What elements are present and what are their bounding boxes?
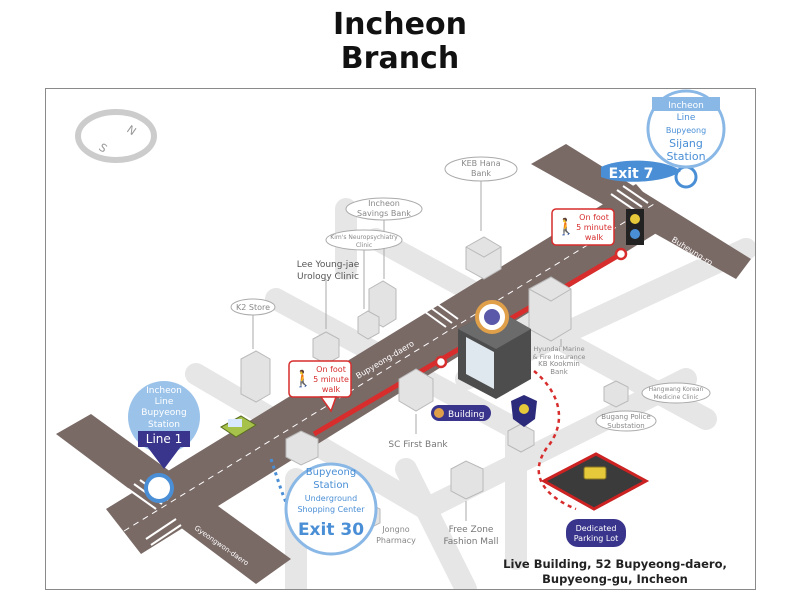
landmark-freezone: Free Zone Fashion Mall: [443, 501, 499, 547]
landmark-police: Bugang Police Substation: [595, 410, 657, 432]
underground-line4: Shopping Center: [297, 505, 365, 514]
building-k2: [240, 350, 271, 403]
metro-signpost-icon: [626, 209, 644, 245]
station-marker-west: [144, 473, 174, 503]
underground-line2: Station: [313, 480, 349, 491]
landmark-k2: K2 Store: [230, 298, 276, 349]
walk-east-line3: walk: [585, 233, 604, 242]
landmark-hangwang: Hangwang Korean Medicine Clinic: [641, 382, 711, 404]
landmark-hangwang-line1: Hangwang Korean: [649, 386, 704, 393]
underground-line5: Exit 30: [298, 520, 364, 540]
landmark-keb: KEB Hana Bank: [444, 156, 518, 231]
building-freezone: [450, 460, 484, 500]
landmark-savings-line2: Savings Bank: [357, 209, 411, 218]
landmark-hyundai-line1: Hyundai Marine: [533, 345, 584, 353]
exit-7-sign: Exit 7: [601, 160, 681, 182]
building-underground: [285, 430, 319, 466]
landmark-hangwang-line2: Medicine Clinic: [653, 394, 698, 401]
station-east-line3: Bupyeong: [666, 126, 706, 135]
station-west-line2: Line: [155, 397, 174, 407]
station-east-line5: Station: [666, 150, 705, 163]
station-east-line1: Incheon: [668, 101, 704, 111]
walk-west-line2: 5 minute: [313, 375, 349, 384]
map-canvas: N S Bupyeong-daero Buheung-ro Gyeongwon-…: [56, 89, 755, 589]
landmark-hyundai-line2: & Fire Insurance: [533, 353, 586, 361]
building-keb: [465, 236, 502, 280]
landmark-kookmin-line1: KB Kookmin: [538, 360, 580, 368]
landmark-lee-line1: Lee Young-jae: [297, 260, 360, 270]
car-icon: [220, 415, 257, 438]
address-line-2: Bupyeong-gu, Incheon: [542, 572, 688, 586]
parking-label-line1: Dedicated: [576, 524, 617, 533]
building-small-1: [357, 310, 380, 340]
landmark-police-line1: Bugang Police: [601, 413, 650, 421]
walk-east-line1: On foot: [579, 213, 609, 222]
landmark-freezone-line1: Free Zone: [449, 525, 494, 535]
landmark-k2-text: K2 Store: [236, 303, 270, 312]
landmark-keb-line1: KEB Hana: [461, 159, 500, 168]
underground-bubble: Bupyeong Station Underground Shopping Ce…: [284, 462, 378, 556]
building-hyundai: [528, 276, 572, 342]
station-west-line5: Line 1: [146, 432, 182, 446]
landmark-jongno-line2: Pharmacy: [376, 536, 416, 545]
landmark-savings-line1: Incheon: [368, 199, 400, 208]
compass: N S: [75, 109, 157, 163]
exit-7-text: Exit 7: [609, 166, 654, 182]
building-hangwang: [603, 380, 629, 408]
branch-map: N S Bupyeong-daero Buheung-ro Gyeongwon-…: [45, 88, 756, 590]
parking-lot: [540, 452, 650, 511]
walk-west-icon: 🚶: [293, 369, 313, 388]
building-lee: [312, 331, 340, 365]
walk-west-line3: walk: [322, 385, 341, 394]
walk-east-line2: 5 minute: [576, 223, 612, 232]
station-west-line3: Bupyeong: [141, 408, 186, 418]
crosswalks: [127, 185, 649, 546]
compass-north: N: [124, 123, 138, 138]
parking-label-line2: Parking Lot: [574, 534, 619, 543]
building-label-text: Building: [448, 410, 485, 420]
landmark-police-line2: Substation: [607, 422, 644, 430]
station-west-line4: Station: [148, 420, 180, 430]
station-east-line2: Line: [677, 113, 696, 123]
station-east-line4: Sijang: [669, 137, 703, 150]
walk-callout-west: 🚶 On foot 5 minute walk: [288, 360, 352, 413]
building-label: Building: [431, 405, 491, 421]
landmark-jongno: Jongno Pharmacy: [376, 525, 416, 545]
page-title: Incheon Branch: [0, 8, 800, 76]
landmark-jongno-line1: Jongno: [381, 525, 409, 534]
station-bubble-west: Incheon Line Bupyeong Station Line 1: [128, 381, 200, 469]
buildings: [240, 236, 629, 530]
police-badge-icon: [511, 395, 537, 427]
landmark-keb-line2: Bank: [471, 169, 491, 178]
title-line-2: Branch: [340, 41, 460, 76]
station-west-line1: Incheon: [146, 386, 182, 396]
building-sc: [398, 368, 434, 412]
landmark-neuro-line2: Clinic: [356, 242, 372, 249]
branch-address: Live Building, 52 Bupyeong-daero, Bupyeo…: [500, 557, 730, 587]
landmark-sc-text: SC First Bank: [388, 440, 448, 450]
underground-line3: Underground: [305, 494, 357, 503]
landmark-freezone-line2: Fashion Mall: [443, 537, 498, 547]
landmark-lee: Lee Young-jae Urology Clinic: [297, 260, 360, 329]
landmark-neuro-line1: Kim's Neuropsychiatry: [330, 234, 398, 241]
branch-building: [458, 300, 531, 399]
landmark-neuro: Kim's Neuropsychiatry Clinic: [325, 229, 403, 309]
station-bubble-east: Incheon Line Bupyeong Sijang Station: [646, 89, 726, 169]
walk-east-icon: 🚶: [556, 217, 576, 236]
title-line-1: Incheon: [333, 7, 467, 42]
landmark-hyundai: Hyundai Marine & Fire Insurance KB Kookm…: [533, 339, 586, 376]
compass-south: S: [96, 141, 109, 156]
parking-label: Dedicated Parking Lot: [566, 519, 626, 547]
underground-line1: Bupyeong: [306, 467, 356, 478]
walk-callout-east: 🚶 On foot 5 minute walk: [551, 208, 615, 246]
landmark-sc: SC First Bank: [388, 414, 448, 450]
landmark-kookmin-line2: Bank: [550, 368, 569, 376]
walk-west-line1: On foot: [316, 365, 346, 374]
landmark-lee-line2: Urology Clinic: [297, 272, 359, 282]
address-line-1: Live Building, 52 Bupyeong-daero,: [503, 557, 727, 571]
